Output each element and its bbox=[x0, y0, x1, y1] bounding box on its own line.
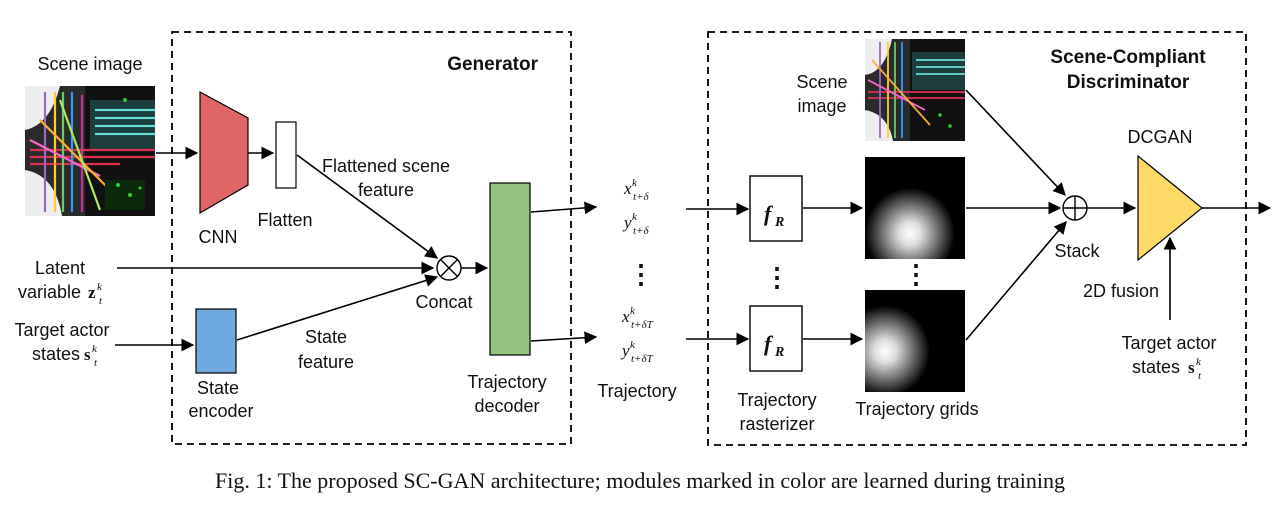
state-feature-label-line1: State bbox=[305, 327, 347, 347]
dcgan-label: DCGAN bbox=[1127, 127, 1192, 147]
rasterizer-ellipsis: ⋮ bbox=[764, 262, 790, 292]
traj-ellipsis: ⋮ bbox=[628, 259, 654, 289]
target-left-label-line1: Target actor bbox=[14, 320, 109, 340]
target-left-symbol-sub: t bbox=[94, 357, 98, 369]
discriminator-box bbox=[707, 31, 1247, 446]
latent-label-line2: variable bbox=[18, 282, 81, 302]
traj-y1-sup: k bbox=[632, 211, 638, 223]
target-right-symbol-sub: t bbox=[1198, 370, 1202, 382]
traj-x2-sub: t+δT bbox=[631, 319, 654, 331]
scene-image-right bbox=[865, 39, 965, 141]
trajectory-grids-label: Trajectory grids bbox=[855, 399, 978, 419]
grids-ellipsis: ⋮ bbox=[903, 259, 929, 289]
flatten-block bbox=[275, 121, 297, 189]
traj-y1: y bbox=[622, 213, 632, 232]
flatten-label: Flatten bbox=[257, 210, 312, 230]
cnn-block bbox=[199, 90, 249, 215]
flattened-feature-label-line1: Flattened scene bbox=[322, 156, 450, 176]
traj-x2: x bbox=[621, 307, 630, 326]
state-encoder-block bbox=[195, 308, 237, 374]
rasterizer-block-2 bbox=[749, 305, 803, 372]
state-encoder-label-line2: encoder bbox=[188, 401, 253, 421]
trajectory-decoder-block bbox=[489, 182, 531, 356]
trajectory-grid-1 bbox=[865, 157, 965, 259]
fusion-label: 2D fusion bbox=[1083, 281, 1159, 301]
dcgan-block bbox=[1137, 154, 1203, 262]
target-right-symbol-sup: k bbox=[1196, 356, 1202, 368]
rasterizer-block-1 bbox=[749, 175, 803, 242]
scene-image-right-label-line2: image bbox=[797, 96, 846, 116]
flattened-feature-label-line2: feature bbox=[358, 180, 414, 200]
rasterizer-label-line2: rasterizer bbox=[739, 414, 814, 434]
state-feature-label-line2: feature bbox=[298, 352, 354, 372]
scene-image-label: Scene image bbox=[37, 54, 142, 74]
trajectory-label: Trajectory bbox=[597, 381, 676, 401]
rasterizer-func-sub-1: R bbox=[774, 215, 784, 230]
traj-x1-sub: t+δ bbox=[633, 191, 649, 203]
traj-y2-sup: k bbox=[630, 339, 636, 351]
generator-title: Generator bbox=[447, 54, 538, 75]
stack-label: Stack bbox=[1054, 241, 1100, 261]
rasterizer-func-2: f bbox=[764, 331, 774, 356]
traj-y2: y bbox=[620, 341, 630, 360]
rasterizer-func-sub-2: R bbox=[774, 345, 784, 360]
rasterizer-label-line1: Trajectory bbox=[737, 390, 816, 410]
target-left-symbol-s: s bbox=[84, 345, 91, 364]
discriminator-title-line1: Scene-Compliant bbox=[1050, 47, 1206, 68]
latent-label-line1: Latent bbox=[35, 258, 85, 278]
target-left-symbol-sup: k bbox=[92, 343, 98, 355]
target-right-symbol-s: s bbox=[1188, 358, 1195, 377]
traj-x2-sup: k bbox=[630, 305, 636, 317]
scene-image-left bbox=[25, 86, 155, 216]
decoder-label-line2: decoder bbox=[474, 396, 539, 416]
traj-y2-sub: t+δT bbox=[631, 353, 654, 365]
target-left-label-line2: states bbox=[32, 344, 80, 364]
stack-operator bbox=[1062, 195, 1088, 221]
state-encoder-label-line1: State bbox=[197, 378, 239, 398]
trajectory-symbols: x k t+δ y k t+δ ⋮ x k t+δT y k t+δT bbox=[620, 177, 654, 365]
trajectory-grid-2 bbox=[865, 290, 965, 392]
concat-operator bbox=[436, 255, 462, 281]
latent-symbol-z: z bbox=[88, 283, 96, 302]
latent-symbol-sup: k bbox=[97, 281, 103, 293]
cnn-label: CNN bbox=[199, 227, 238, 247]
rasterizer-func-1: f bbox=[764, 201, 774, 226]
traj-y1-sub: t+δ bbox=[633, 225, 649, 237]
latent-symbol-sub: t bbox=[99, 295, 103, 307]
discriminator-title-line2: Discriminator bbox=[1067, 72, 1190, 93]
traj-x1-sup: k bbox=[632, 177, 638, 189]
target-right-label-line1: Target actor bbox=[1121, 333, 1216, 353]
scene-image-right-label-line1: Scene bbox=[796, 72, 847, 92]
generator-box bbox=[171, 31, 572, 445]
figure-caption: Fig. 1: The proposed SC-GAN architecture… bbox=[215, 468, 1065, 493]
decoder-label-line1: Trajectory bbox=[467, 372, 546, 392]
concat-label: Concat bbox=[415, 292, 472, 312]
traj-x1: x bbox=[623, 179, 632, 198]
target-right-label-line2: states bbox=[1132, 357, 1180, 377]
